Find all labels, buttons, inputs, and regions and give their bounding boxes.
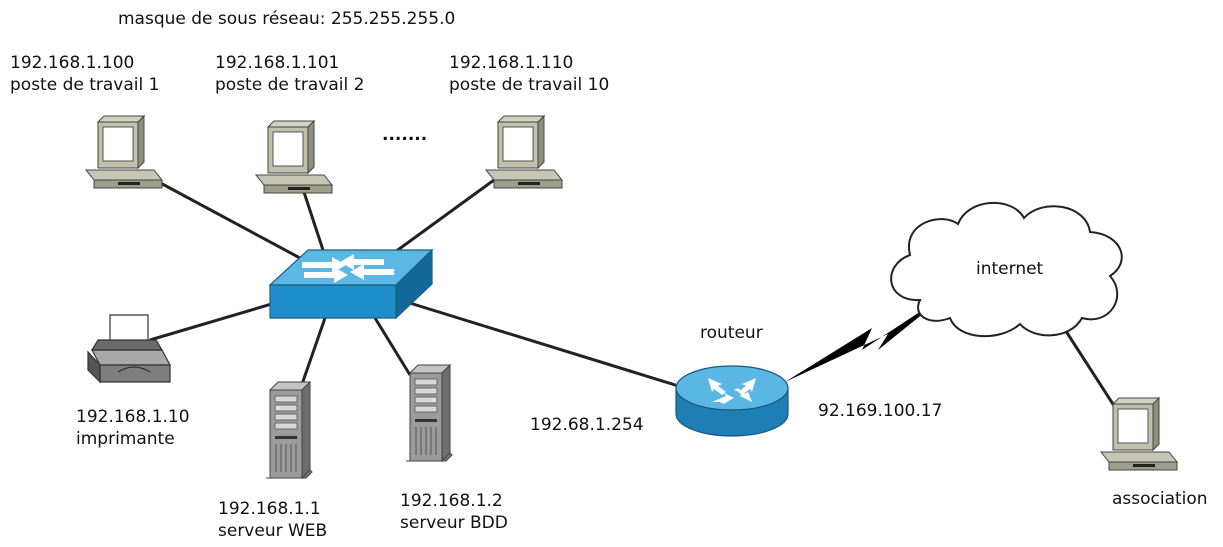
router-lan-ip: 192.68.1.254 xyxy=(530,415,644,435)
workstation-1-label: 192.168.1.100 poste de travail 1 xyxy=(10,52,159,96)
printer-icon xyxy=(87,314,171,384)
printer-name: imprimante xyxy=(76,429,175,449)
web-server-ip: 192.168.1.1 xyxy=(218,499,321,519)
link-workstation-1 xyxy=(139,170,301,260)
workstation-1-name: poste de travail 1 xyxy=(10,75,160,95)
web-server-label: 192.168.1.1 serveur WEB xyxy=(218,498,327,542)
web-server-name: serveur WEB xyxy=(218,521,328,541)
workstation-1-ip: 192.168.1.100 xyxy=(10,53,135,73)
link-internet-association xyxy=(1060,324,1122,416)
internet-cloud-icon xyxy=(890,202,1123,337)
workstation-10-ip: 192.168.1.110 xyxy=(449,53,574,73)
computer-icon-association xyxy=(1100,397,1178,471)
workstation-2-name: poste de travail 2 xyxy=(215,75,365,95)
server-icon-db xyxy=(405,364,453,462)
workstation-10-name: poste de travail 10 xyxy=(449,75,610,95)
switch-icon xyxy=(268,248,434,320)
workstation-2-label: 192.168.1.101 poste de travail 2 xyxy=(215,52,364,96)
link-router xyxy=(399,298,686,390)
db-server-label: 192.168.1.2 serveur BDD xyxy=(400,490,508,534)
router-icon xyxy=(675,365,789,437)
wan-link-bolt xyxy=(785,292,950,382)
link-web-server xyxy=(298,317,327,391)
printer-ip: 192.168.1.10 xyxy=(76,407,190,427)
router-wan-ip: 92.169.100.17 xyxy=(818,401,943,421)
workstation-10-label: 192.168.1.110 poste de travail 10 xyxy=(449,52,609,96)
network-links xyxy=(139,170,1122,416)
computer-icon-workstation-10 xyxy=(485,115,563,189)
internet-label: internet xyxy=(976,259,1044,279)
computer-icon-workstation-1 xyxy=(85,115,163,189)
association-label: association xyxy=(1112,489,1208,509)
server-icon-web xyxy=(265,381,313,479)
computer-icon-workstation-2 xyxy=(255,120,333,194)
printer-label: 192.168.1.10 imprimante xyxy=(76,406,190,450)
router-label: routeur xyxy=(700,323,763,343)
link-db-server xyxy=(373,317,412,376)
subnet-mask-label: masque de sous réseau: 255.255.255.0 xyxy=(118,9,456,29)
link-workstation-10 xyxy=(394,170,506,254)
db-server-name: serveur BDD xyxy=(400,513,508,533)
db-server-ip: 192.168.1.2 xyxy=(400,491,503,511)
ellipsis-more-workstations: ....... xyxy=(382,125,428,145)
workstation-2-ip: 192.168.1.101 xyxy=(215,53,340,73)
link-printer xyxy=(149,298,286,342)
